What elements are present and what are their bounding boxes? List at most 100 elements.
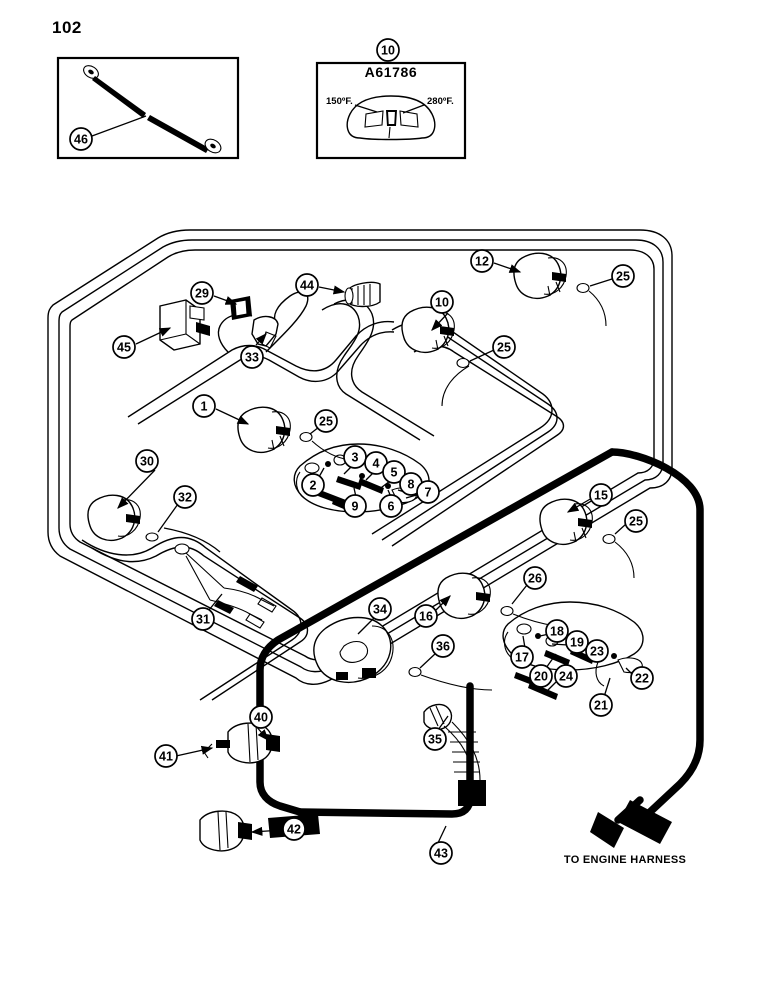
callout-label: 46 bbox=[74, 133, 88, 147]
gauge-34 bbox=[313, 616, 394, 683]
callout-44: 44 bbox=[295, 273, 319, 297]
callout-circle bbox=[414, 604, 438, 628]
callout-label: 25 bbox=[616, 270, 630, 284]
callout-label: 45 bbox=[117, 341, 131, 355]
gauge-face-drawing bbox=[346, 95, 436, 141]
nut-25-b bbox=[456, 357, 470, 369]
callout-circle bbox=[554, 664, 578, 688]
callout-circle bbox=[523, 566, 547, 590]
gauge-label-low: 150ºF. bbox=[326, 96, 353, 107]
callout-label: 25 bbox=[319, 415, 333, 429]
callout-label: 36 bbox=[436, 640, 450, 654]
page-number: 102 bbox=[52, 18, 82, 37]
gauge-12 bbox=[513, 252, 567, 300]
callout-circle bbox=[173, 485, 197, 509]
callout-17: 17 bbox=[510, 645, 534, 669]
callout-34: 34 bbox=[368, 597, 392, 621]
gauge-15 bbox=[539, 498, 593, 546]
callout-circle bbox=[423, 727, 447, 751]
callout-25: 25 bbox=[624, 509, 648, 533]
callout-16: 16 bbox=[414, 604, 438, 628]
callout-label: 26 bbox=[528, 572, 542, 586]
callout-circle bbox=[282, 817, 306, 841]
callout-circle bbox=[416, 480, 440, 504]
gauge-label-high: 280ºF. bbox=[427, 96, 454, 107]
sender-35 bbox=[423, 703, 481, 781]
callout-label: 33 bbox=[245, 351, 259, 365]
callout-25: 25 bbox=[611, 264, 635, 288]
connector-44 bbox=[344, 281, 381, 308]
callout-label: 23 bbox=[590, 645, 604, 659]
callout-label: 16 bbox=[419, 610, 433, 624]
callout-circle bbox=[192, 394, 216, 418]
callout-26: 26 bbox=[523, 566, 547, 590]
callout-label: 10 bbox=[435, 296, 449, 310]
callout-25: 25 bbox=[492, 335, 516, 359]
callout-circle bbox=[589, 483, 613, 507]
callout-circle bbox=[611, 264, 635, 288]
grommet-29 bbox=[230, 296, 252, 320]
callout-circle bbox=[240, 345, 264, 369]
callout-circle bbox=[376, 38, 400, 62]
callout-label: 18 bbox=[550, 625, 564, 639]
callout-label: 40 bbox=[254, 711, 268, 725]
callout-circle bbox=[529, 664, 553, 688]
ignition-switch-40 bbox=[203, 722, 280, 764]
nut-36 bbox=[408, 666, 422, 678]
callout-circle bbox=[430, 290, 454, 314]
callout-circle bbox=[368, 597, 392, 621]
callout-45: 45 bbox=[112, 335, 136, 359]
callout-circle bbox=[382, 460, 406, 484]
callout-circle bbox=[69, 127, 93, 151]
callout-circle bbox=[431, 634, 455, 658]
callout-label: 10 bbox=[381, 44, 395, 58]
hardware-nuts bbox=[299, 282, 635, 691]
callout-43: 43 bbox=[429, 841, 453, 865]
callout-circle bbox=[249, 705, 273, 729]
callout-12: 12 bbox=[470, 249, 494, 273]
callout-5: 5 bbox=[382, 460, 406, 484]
callout-label: 19 bbox=[570, 636, 584, 650]
callout-29: 29 bbox=[190, 281, 214, 305]
callout-circle bbox=[191, 607, 215, 631]
callout-40: 40 bbox=[249, 705, 273, 729]
callout-circle bbox=[585, 639, 609, 663]
callout-label: 6 bbox=[388, 500, 395, 514]
nut-26 bbox=[500, 605, 514, 617]
callout-circle bbox=[429, 841, 453, 865]
callout-label: 8 bbox=[408, 478, 415, 492]
callout-label: 25 bbox=[629, 515, 643, 529]
callout-label: 20 bbox=[534, 670, 548, 684]
callout-label: 1 bbox=[201, 400, 208, 414]
callout-42: 42 bbox=[282, 817, 306, 841]
callout-1: 1 bbox=[192, 394, 216, 418]
callout-circle bbox=[301, 473, 325, 497]
gauge-16 bbox=[437, 572, 491, 620]
callout-circle bbox=[470, 249, 494, 273]
callout-label: 15 bbox=[594, 489, 608, 503]
callout-circle bbox=[545, 619, 569, 643]
nut-25-c bbox=[299, 431, 313, 443]
callout-35: 35 bbox=[423, 727, 447, 751]
callout-33: 33 bbox=[240, 345, 264, 369]
callout-18: 18 bbox=[545, 619, 569, 643]
callout-41: 41 bbox=[154, 744, 178, 768]
callout-10: 10 bbox=[430, 290, 454, 314]
inset-part-number: A61786 bbox=[365, 64, 418, 80]
callout-label: 4 bbox=[373, 457, 380, 471]
callout-label: 17 bbox=[515, 651, 529, 665]
nut-25-a bbox=[576, 282, 590, 294]
callout-3: 3 bbox=[343, 445, 367, 469]
callout-label: 22 bbox=[635, 672, 649, 686]
callout-21: 21 bbox=[589, 693, 613, 717]
callout-7: 7 bbox=[416, 480, 440, 504]
callout-label: 44 bbox=[300, 279, 314, 293]
callout-9: 9 bbox=[343, 494, 367, 518]
callout-22: 22 bbox=[630, 666, 654, 690]
ground-strap-part bbox=[83, 65, 222, 154]
callout-label: 30 bbox=[140, 455, 154, 469]
callout-circle bbox=[589, 693, 613, 717]
engine-harness-note: TO ENGINE HARNESS bbox=[564, 854, 686, 866]
